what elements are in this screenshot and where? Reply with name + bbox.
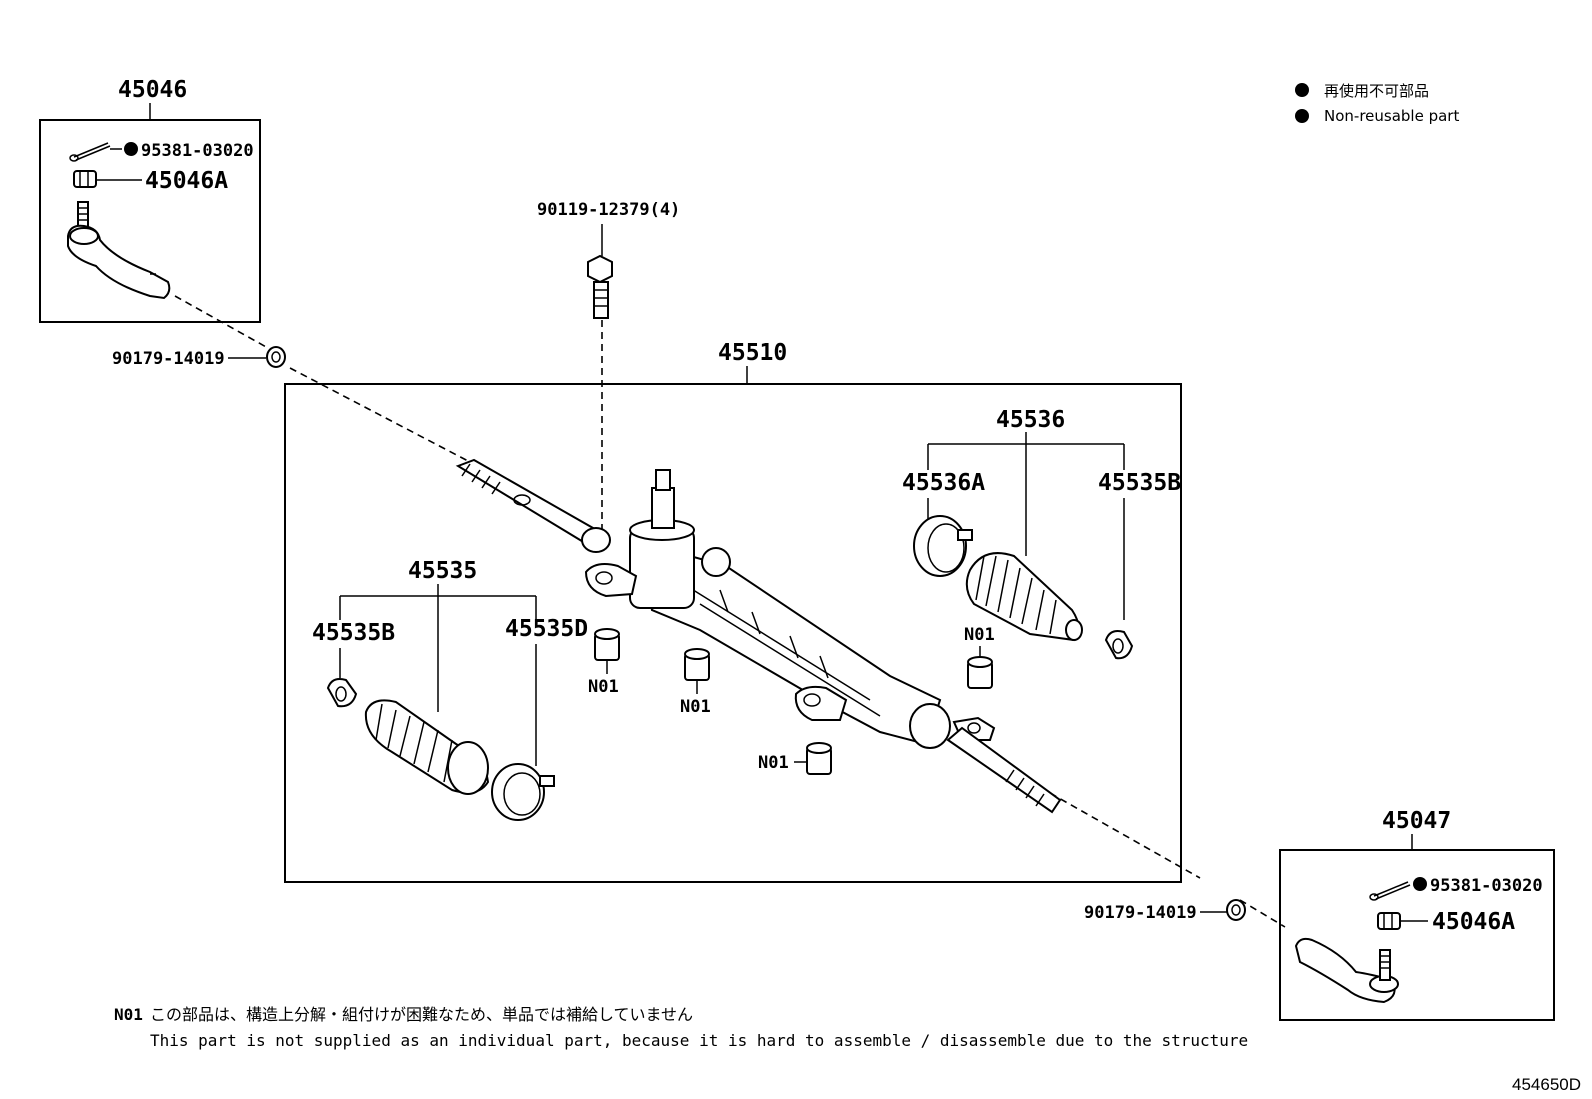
tie-rod-end-lh-icon <box>67 201 171 300</box>
footnote-code: N01 <box>114 1005 143 1024</box>
boot-lh-icon <box>364 699 490 795</box>
inner-tie-rod-lh-icon <box>455 458 611 553</box>
legend-item-english: Non-reusable part <box>1324 107 1459 125</box>
castle-nut-lh-icon <box>73 170 97 188</box>
label-45535B-lh: 45535B <box>312 620 395 646</box>
label-45046A-rh: 45046A <box>1432 909 1515 935</box>
castle-nut-rh-icon <box>1377 912 1401 930</box>
clip-lh-icon <box>326 678 358 708</box>
label-45536A: 45536A <box>902 470 985 496</box>
label-45536: 45536 <box>996 407 1065 433</box>
boot-rh-icon <box>965 552 1083 642</box>
bolt-group: 90119-12379(4) <box>537 200 680 319</box>
bolt-icon <box>587 254 613 319</box>
label-45535D: 45535D <box>505 616 588 642</box>
lock-nut-lh-icon <box>266 346 286 368</box>
illustration-id: 454650D <box>1512 1075 1581 1094</box>
tie-rod-end-rh-group: 45047 95381-03020 45046A <box>1279 808 1555 1021</box>
lock-nut-rh-icon <box>1226 899 1246 921</box>
label-n01-c: N01 <box>758 753 789 773</box>
lock-nut-lh-group: 90179-14019 <box>112 346 286 369</box>
clamp-lh-icon <box>491 763 555 821</box>
rack-assembly-group: 45510 <box>284 340 1182 883</box>
clamp-rh-icon <box>913 515 973 577</box>
label-45046: 45046 <box>118 77 187 103</box>
label-45510: 45510 <box>718 340 787 366</box>
inner-tie-rod-rh-icon <box>946 726 1062 814</box>
steering-rack-housing-icon <box>584 469 996 749</box>
label-90179-14019-lh: 90179-14019 <box>112 349 225 369</box>
bushing-n01-icon <box>806 742 832 775</box>
cotter-pin-lh-icon <box>69 142 111 162</box>
tie-rod-end-lh-group: 45046 95381-03020 45046A <box>39 77 261 323</box>
clip-rh-icon <box>1104 630 1134 660</box>
bushing-n01-icon <box>594 628 620 661</box>
label-90179-14019-rh: 90179-14019 <box>1084 903 1197 923</box>
label-95381-03020-rh: 95381-03020 <box>1430 876 1543 896</box>
label-90119-12379: 90119-12379(4) <box>537 200 680 220</box>
label-95381-03020-lh: 95381-03020 <box>141 141 254 161</box>
lock-nut-rh-group: 90179-14019 <box>1084 899 1246 923</box>
label-45046A-lh: 45046A <box>145 168 228 194</box>
legend: 再使用不可部品 Non-reusable part <box>1295 82 1459 125</box>
label-45535: 45535 <box>408 558 477 584</box>
footnote-japanese: この部品は、構造上分解・組付けが困難なため、単品では補給していません <box>150 1005 693 1024</box>
footnote-english: This part is not supplied as an individu… <box>150 1031 1248 1050</box>
label-n01-a: N01 <box>588 677 619 697</box>
bushing-n01-icon <box>684 648 710 681</box>
label-45535B-rh: 45535B <box>1098 470 1181 496</box>
tie-rod-end-rh-icon <box>1294 937 1399 1004</box>
label-45047: 45047 <box>1382 808 1451 834</box>
label-n01-d: N01 <box>964 625 995 645</box>
footnote: N01 この部品は、構造上分解・組付けが困難なため、単品では補給していません T… <box>114 1005 1248 1050</box>
bushing-n01-icon <box>967 656 993 689</box>
legend-item-japanese: 再使用不可部品 <box>1324 82 1429 100</box>
cotter-pin-rh-icon <box>1369 881 1411 901</box>
label-n01-b: N01 <box>680 697 711 717</box>
